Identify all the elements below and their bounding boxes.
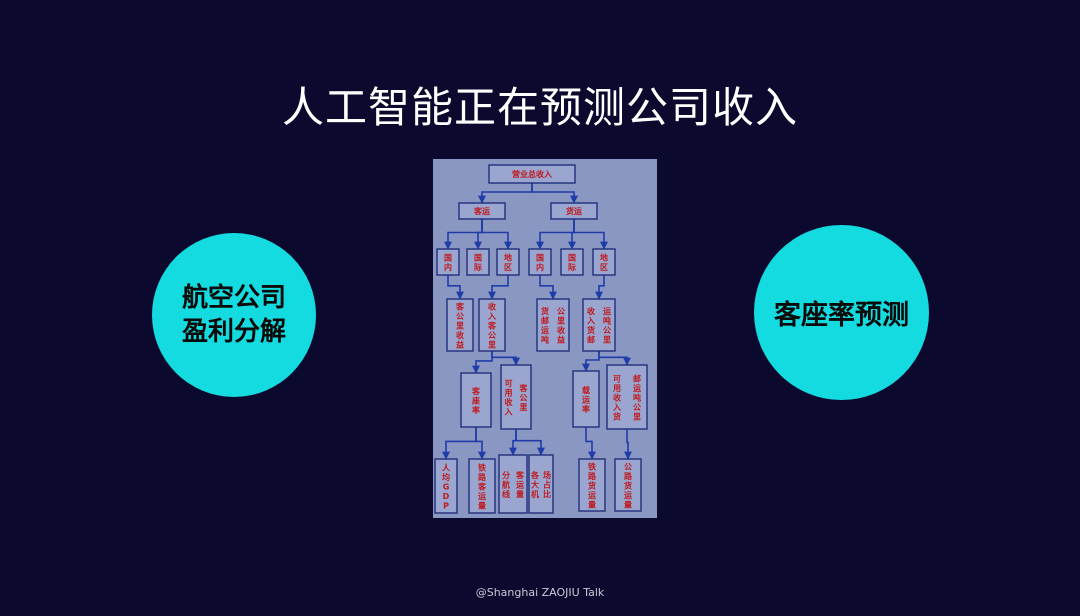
diagram-edge-pax-to-pax_reg: [481, 219, 512, 250]
diagram-node-avail-seat-km: 可用收入客公里: [500, 364, 532, 430]
airline-profit-breakdown-circle: 航空公司 盈利分解: [152, 233, 316, 397]
revenue-breakdown-diagram: 营业总收入客运 货运国内 国际 地区 国内 国际 地区客公里收益 收入客公里 货邮运吨公里收益收…: [433, 159, 657, 518]
diagram-node-route-pax: 分航线客运量: [498, 454, 528, 514]
load-factor-forecast-circle: 客座率预测: [754, 225, 929, 400]
diagram-edge-load_factor-to-gdp: [442, 427, 477, 460]
slide-title: 人工智能正在预测公司收入: [281, 83, 798, 132]
diagram-node-pax-intl: 国际: [466, 248, 490, 276]
diagram-node-label: 分航线客运量: [502, 470, 525, 499]
diagram-node-pax-km-yield: 客公里收益: [446, 298, 474, 352]
diagram-edge-cargo_load-to-rail_cargo: [585, 427, 596, 460]
diagram-node-label: 客座率: [471, 386, 481, 415]
diagram-edge-pax_reg-to-pax_rev_km: [488, 275, 509, 300]
diagram-edges: [442, 183, 632, 460]
diagram-node-pax: 客运: [458, 202, 506, 220]
diagram-node-label: 可用收入客公里: [504, 379, 529, 417]
diagram-edge-load_factor-to-rail_pax: [475, 427, 486, 460]
circle-right-label: 客座率预测: [774, 300, 909, 331]
diagram-edge-pax_rev_km-to-avail_seat_km: [491, 351, 520, 366]
diagram-edge-root-to-cargo: [531, 183, 578, 204]
diagram-node-label: 货邮运吨公里收益: [540, 306, 565, 345]
diagram-node-label: 各大机场占比: [530, 470, 551, 499]
diagram-edge-root-to-pax: [478, 183, 533, 204]
circle-left-line2: 盈利分解: [181, 317, 286, 347]
diagram-node-pax-dom: 国内: [436, 248, 460, 276]
diagram-node-avail-cargo-tkm: 可用收入货邮运吨公里: [606, 364, 648, 430]
diagram-node-label: 铁路货运量: [587, 461, 597, 509]
diagram-node-cargo-yield: 货邮运吨公里收益: [536, 298, 570, 352]
diagram-node-cargo-intl: 国际: [560, 248, 584, 276]
diagram-edge-cargo_rev_tkm-to-cargo_load: [582, 351, 600, 372]
diagram-node-pax-reg: 地区: [496, 248, 520, 276]
diagram-node-cargo-dom: 国内: [528, 248, 552, 276]
diagram-node-label: 收入货邮运吨公里: [586, 306, 611, 345]
diagram-node-pax-rev-km: 收入客公里: [478, 298, 506, 352]
diagram-node-label: 营业总收入: [512, 169, 552, 179]
diagram-edge-cargo_dom-to-cargo_yield: [539, 275, 557, 300]
diagram-edge-cargo_rev_tkm-to-avail_cargo_tkm: [598, 351, 631, 366]
diagram-node-label: 收入客公里: [487, 301, 497, 349]
diagram-node-label: 公路货运量: [623, 462, 633, 509]
diagram-node-label: 国际: [568, 253, 576, 273]
diagram-node-label: 可用收入货邮运吨公里: [612, 373, 641, 421]
diagram-edge-pax-to-pax_dom: [444, 219, 483, 250]
diagram-node-cargo: 货运: [550, 202, 598, 220]
diagram-node-label: 国内: [536, 253, 544, 273]
diagram-edge-cargo-to-cargo_reg: [573, 219, 608, 250]
diagram-node-label: 国内: [444, 253, 452, 273]
footer-credit: @Shanghai ZAOJIU Talk: [475, 586, 605, 599]
diagram-edge-cargo_reg-to-cargo_rev_tkm: [595, 275, 605, 300]
diagram-node-rail-cargo: 铁路货运量: [578, 458, 606, 512]
diagram-edge-pax_dom-to-pax_km_yield: [447, 275, 464, 300]
diagram-node-label: 地区: [600, 253, 608, 273]
diagram-node-cargo-rev-tkm: 收入货邮运吨公里: [582, 298, 616, 352]
diagram-node-label: 地区: [504, 253, 512, 273]
circle-left-line1: 航空公司: [181, 283, 286, 313]
diagram-node-label: 客运: [473, 206, 490, 216]
diagram-node-airport-share: 各大机场占比: [528, 454, 554, 514]
diagram-node-label: 铁路客运量: [477, 462, 487, 510]
diagram-node-root: 营业总收入: [488, 164, 576, 184]
diagram-node-cargo-reg: 地区: [592, 248, 616, 276]
diagram-edge-cargo-to-cargo_dom: [536, 219, 575, 250]
diagram-node-road-cargo: 公路货运量: [614, 458, 642, 512]
diagram-node-rail-pax: 铁路客运量: [468, 458, 496, 514]
diagram-node-cargo-load: 载运率: [572, 370, 600, 428]
diagram-node-load-factor: 客座率: [460, 372, 492, 428]
diagram-edge-pax_rev_km-to-load_factor: [472, 351, 493, 374]
diagram-node-label: 客公里收益: [455, 301, 465, 349]
diagram-edge-avail_seat_km-to-airport_share: [515, 429, 545, 456]
diagram-node-label: 货运: [565, 206, 582, 216]
diagram-node-label: 国际: [474, 253, 482, 273]
diagram-edge-avail_cargo_tkm-to-road_cargo: [624, 429, 632, 460]
diagram-node-label: 载运率: [582, 385, 590, 414]
